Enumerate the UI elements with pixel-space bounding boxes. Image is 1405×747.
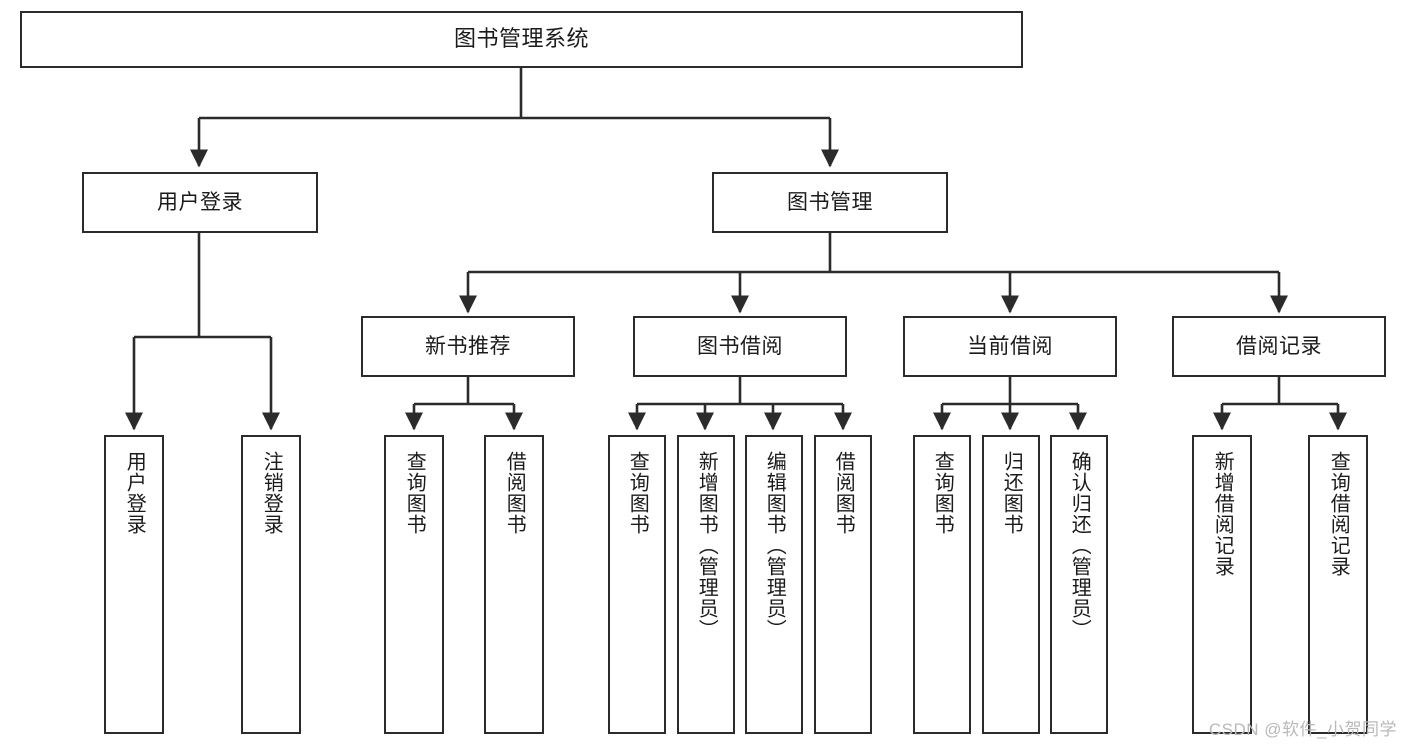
leaf-query-book-borrow[interactable]: 查询图书 bbox=[608, 435, 666, 734]
node-label: 图书借阅 bbox=[697, 334, 783, 358]
node-label: 查询借阅记录 bbox=[1327, 451, 1350, 577]
node-label: 查询图书 bbox=[931, 451, 954, 535]
node-label: 归还图书 bbox=[1000, 451, 1023, 535]
leaf-return-book[interactable]: 归还图书 bbox=[982, 435, 1040, 734]
node-borrow-record[interactable]: 借阅记录 bbox=[1172, 316, 1386, 377]
node-label: 图书管理系统 bbox=[453, 26, 589, 52]
node-new-book-recommend[interactable]: 新书推荐 bbox=[361, 316, 575, 377]
node-label: 当前借阅 bbox=[967, 334, 1053, 358]
leaf-add-book[interactable]: 新增图书（管理员） bbox=[677, 435, 735, 734]
node-user-login[interactable]: 用户登录 bbox=[82, 172, 318, 233]
node-current-borrow[interactable]: 当前借阅 bbox=[903, 316, 1117, 377]
leaf-edit-book[interactable]: 编辑图书（管理员） bbox=[745, 435, 803, 734]
node-label: 用户登录 bbox=[157, 190, 243, 214]
node-label: 新增图书（管理员） bbox=[695, 451, 718, 640]
leaf-confirm-return[interactable]: 确认归还（管理员） bbox=[1050, 435, 1108, 734]
node-label: 新书推荐 bbox=[425, 334, 511, 358]
leaf-user-login[interactable]: 用户登录 bbox=[104, 435, 164, 734]
watermark-text: CSDN @软件_小贺同学 bbox=[1208, 720, 1397, 739]
node-label: 编辑图书（管理员） bbox=[763, 451, 786, 640]
node-label: 新增借阅记录 bbox=[1211, 451, 1234, 577]
node-book-borrow[interactable]: 图书借阅 bbox=[633, 316, 847, 377]
node-label: 图书管理 bbox=[787, 190, 873, 214]
node-book-management[interactable]: 图书管理 bbox=[712, 172, 948, 233]
node-label: 借阅图书 bbox=[503, 451, 526, 535]
node-book-management-system[interactable]: 图书管理系统 bbox=[20, 11, 1023, 68]
node-label: 查询图书 bbox=[626, 451, 649, 535]
node-label: 用户登录 bbox=[123, 451, 146, 535]
leaf-query-book-current[interactable]: 查询图书 bbox=[913, 435, 971, 734]
leaf-borrow-book-recommend[interactable]: 借阅图书 bbox=[484, 435, 544, 734]
leaf-borrow-book[interactable]: 借阅图书 bbox=[814, 435, 872, 734]
leaf-query-book-recommend[interactable]: 查询图书 bbox=[384, 435, 444, 734]
leaf-add-borrow-record[interactable]: 新增借阅记录 bbox=[1192, 435, 1252, 734]
node-label: 查询图书 bbox=[403, 451, 426, 535]
leaf-logout-login[interactable]: 注销登录 bbox=[241, 435, 301, 734]
node-label: 确认归还（管理员） bbox=[1068, 451, 1091, 640]
node-label: 借阅记录 bbox=[1236, 334, 1322, 358]
leaf-query-borrow-record[interactable]: 查询借阅记录 bbox=[1308, 435, 1368, 734]
node-label: 注销登录 bbox=[260, 451, 283, 535]
node-label: 借阅图书 bbox=[832, 451, 855, 535]
